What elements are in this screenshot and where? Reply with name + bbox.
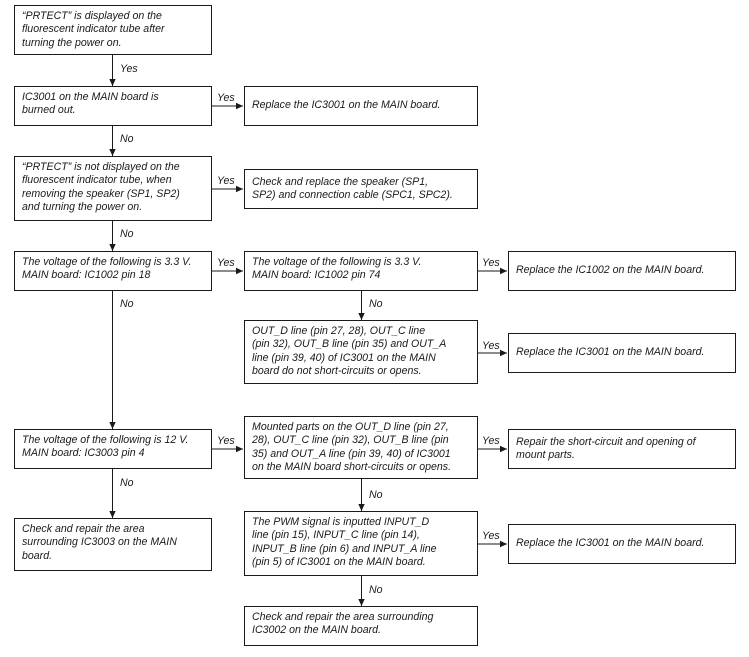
label-no-b7m: No	[369, 584, 383, 596]
label-no-b6: No	[120, 477, 134, 489]
node-prtect-not-displayed: “PRTECT” is not displayed on the fluores…	[14, 156, 212, 221]
label-yes-b3: Yes	[217, 175, 235, 187]
node-mounted-parts-short: Mounted parts on the OUT_D line (pin 27,…	[244, 416, 478, 479]
node-voltage-12v-pin4: The voltage of the following is 12 V. MA…	[14, 429, 212, 469]
node-voltage-33v-pin18: The voltage of the following is 3.3 V. M…	[14, 251, 212, 291]
label-yes-b6: Yes	[217, 435, 235, 447]
node-voltage-33v-pin74: The voltage of the following is 3.3 V. M…	[244, 251, 478, 291]
label-no-b3: No	[120, 228, 134, 240]
node-repair-ic3002-area: Check and repair the area surrounding IC…	[244, 606, 478, 646]
label-yes-b2: Yes	[217, 92, 235, 104]
node-repair-ic3003-area: Check and repair the area surrounding IC…	[14, 518, 212, 571]
label-yes-b4: Yes	[217, 257, 235, 269]
node-pwm-signal-check: The PWM signal is inputted INPUT_D line …	[244, 511, 478, 576]
label-no-b2: No	[120, 133, 134, 145]
label-yes-b7m: Yes	[482, 530, 500, 542]
node-replace-ic3001-c: Replace the IC3001 on the MAIN board.	[508, 524, 736, 564]
node-replace-ic1002: Replace the IC1002 on the MAIN board.	[508, 251, 736, 291]
node-replace-ic3001-a: Replace the IC3001 on the MAIN board.	[244, 86, 478, 126]
node-out-lines-check: OUT_D line (pin 27, 28), OUT_C line (pin…	[244, 320, 478, 384]
node-ic3001-burned: IC3001 on the MAIN board is burned out.	[14, 86, 212, 126]
label-yes-b4m: Yes	[482, 257, 500, 269]
node-prtect-displayed: “PRTECT” is displayed on the fluorescent…	[14, 5, 212, 55]
label-yes-b6m: Yes	[482, 435, 500, 447]
label-yes-b1: Yes	[120, 63, 138, 75]
label-yes-b5m: Yes	[482, 340, 500, 352]
node-repair-short-circuit: Repair the short-circuit and opening of …	[508, 429, 736, 469]
label-no-b4m: No	[369, 298, 383, 310]
label-no-b6m: No	[369, 489, 383, 501]
label-no-b4: No	[120, 298, 134, 310]
node-replace-ic3001-b: Replace the IC3001 on the MAIN board.	[508, 333, 736, 373]
node-check-speaker: Check and replace the speaker (SP1, SP2)…	[244, 169, 478, 209]
